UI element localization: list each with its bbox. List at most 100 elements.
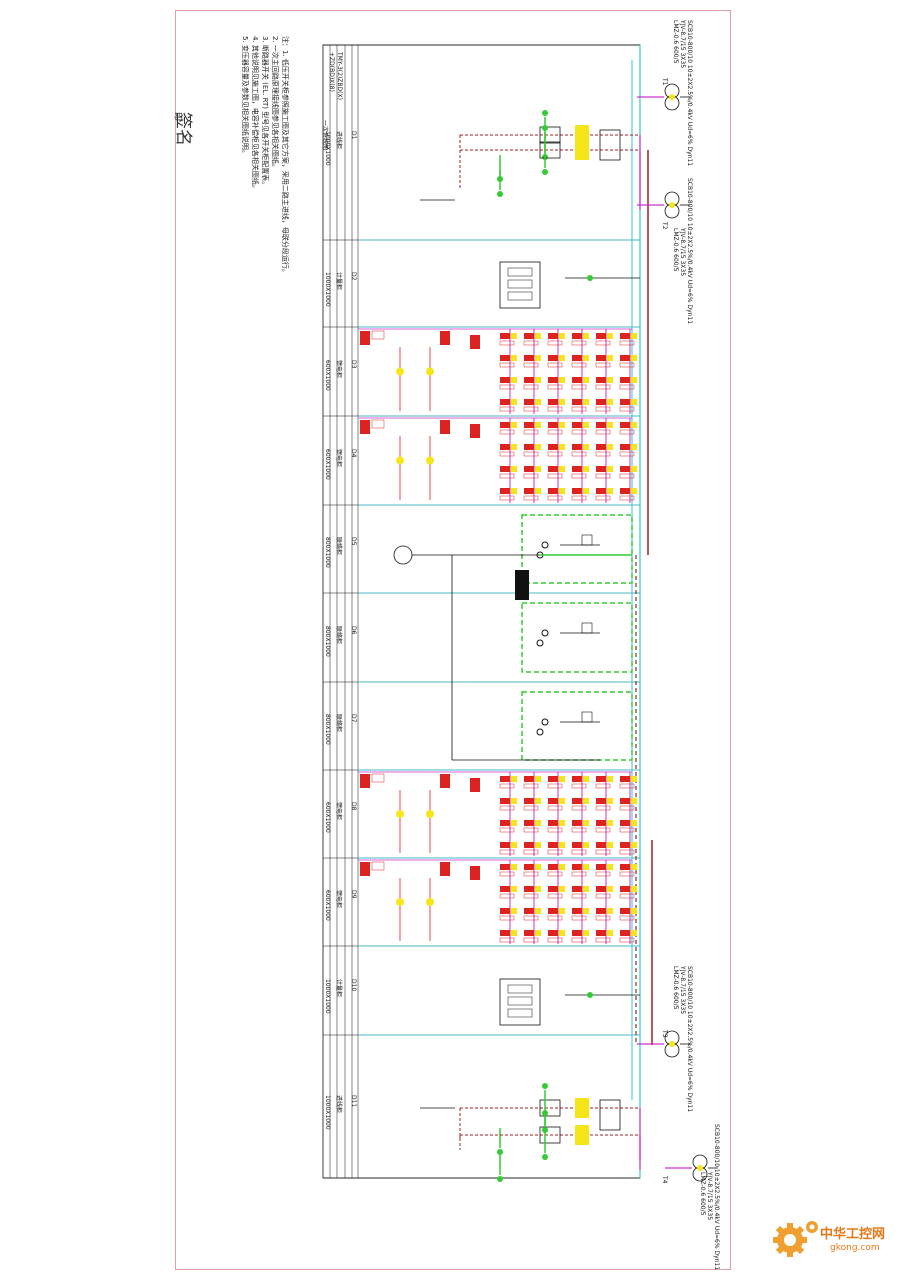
transformer-t2-line3: LMZ-0.6 600/5 [672, 228, 679, 272]
feeder-d9-mccb-handle [535, 930, 541, 936]
feeder-d3-mccb [548, 399, 558, 405]
feeder-d3-mccb [500, 377, 510, 383]
transformer-t4-id: T4 [661, 1176, 668, 1184]
feeder-d9-mccb-label [499, 937, 515, 943]
feeder-d9-mccb-label [499, 893, 515, 899]
feeder-d8-mccb-label [619, 783, 635, 789]
feeder-d4-mccb-label [619, 495, 635, 501]
feeder-d3-mccb [572, 355, 582, 361]
feeder-d4-mccb-label [571, 429, 587, 435]
panel-id: D5 [350, 537, 357, 546]
feeder-d4-mccb-handle [631, 422, 637, 428]
feeder-d4-mccb-handle [631, 444, 637, 450]
feeder-d4-mccb-label [571, 495, 587, 501]
feeder-d4-mccb-handle [511, 422, 517, 428]
feeder-d8-mccb [500, 798, 510, 804]
feeder-d8-mccb [548, 776, 558, 782]
feeder-d8-mccb-label [619, 805, 635, 811]
feeder-d4-mccb [548, 466, 558, 472]
feeder-d8-mccb-label [499, 849, 515, 855]
feeder-d9-mccb [548, 908, 558, 914]
feeder-d9-mccb [548, 930, 558, 936]
feeder-d4-mccb [596, 466, 606, 472]
feeder-d8-mccb-handle [631, 776, 637, 782]
feeder-d9-mccb [524, 930, 534, 936]
feeder-d9-mccb-handle [511, 908, 517, 914]
feeder-d3-mccb [524, 377, 534, 383]
feeder-d3-main-mccb [360, 331, 370, 345]
feeder-d9-mccb [572, 930, 582, 936]
feeder-d4-mccb-label [523, 429, 539, 435]
panel-type: 馈电柜 [335, 448, 342, 467]
feeder-d9-mccb-handle [559, 908, 565, 914]
incomer-d1-breaker [539, 126, 561, 144]
feeder-d9-mccb-handle [607, 864, 613, 870]
feeder-d3-mccb [620, 333, 630, 339]
panel-size: 800X1000 [324, 714, 331, 745]
transformer-t1-spec: SCB10-800/10 10±2X2.5%/0.4kV Ud=6% Dyn11 [686, 20, 693, 167]
feeder-d3-mccb [524, 355, 534, 361]
watermark-url: gkong.com [830, 1243, 880, 1253]
feeder-d8-mccb-handle [607, 776, 613, 782]
feeder-d8-mccb-label [547, 849, 563, 855]
feeder-d8-mccb-handle [511, 842, 517, 848]
feeder-d3-mccb-handle [583, 399, 589, 405]
feeder-d8-mccb-handle [631, 798, 637, 804]
feeder-d3-mccb-label [523, 340, 539, 346]
feeder-d9-mccb-handle [511, 930, 517, 936]
terminal-icon [541, 541, 549, 549]
feeder-d8-mccb-handle [559, 776, 565, 782]
feeder-d9-mccb [500, 930, 510, 936]
panel-type: 联络柜 [335, 625, 342, 644]
transformer-t3-spec: SCB10-800/10 10±2X2.5%/0.4kV Ud=6% Dyn11 [686, 966, 693, 1113]
panel-type: 馈电柜 [335, 890, 342, 909]
feeder-d9-mccb-handle [631, 864, 637, 870]
feeder-d4-mccb-handle [607, 444, 613, 450]
feeder-d3-mccb-handle [511, 333, 517, 339]
feeder-d4-mccb-label [595, 495, 611, 501]
feeder-d4-mccb-label [595, 451, 611, 457]
feeder-d3-mccb [548, 333, 558, 339]
feeder-d3-mccb-label [571, 406, 587, 412]
feeder-d8-mccb [500, 842, 510, 848]
feeder-d3-mccb-label [499, 406, 515, 412]
feeder-d4-mccb-label [523, 473, 539, 479]
transformer-t2-spec: SCB10-800/10 10±2X2.5%/0.4kV Ud=6% Dyn11 [686, 178, 693, 325]
feeder-d9-mccb [596, 864, 606, 870]
feeder-d3-mccb [596, 355, 606, 361]
feeder-d9-mccb [620, 908, 630, 914]
feeder-d8-mccb-label [523, 827, 539, 833]
feeder-d9-mccb-handle [631, 930, 637, 936]
feeder-d9-mccb-handle [535, 886, 541, 892]
feeder-d9-mccb-handle [559, 930, 565, 936]
feeder-d8-mccb [572, 776, 582, 782]
terminal-icon [536, 639, 544, 647]
incomer-d1b-meter [575, 140, 589, 160]
panel-size: 600X1000 [324, 802, 331, 833]
feeder-d3-mccb-handle [535, 355, 541, 361]
feeder-d8-mccb-label [595, 783, 611, 789]
tie-d5-loop [521, 514, 633, 584]
feeder-d8-mccb-handle [559, 842, 565, 848]
feeder-d8-mccb [500, 820, 510, 826]
d1-acb [599, 129, 621, 161]
feeder-d9-mccb [596, 908, 606, 914]
feeder-d9-mccb-handle [535, 908, 541, 914]
ct-marker-icon [542, 169, 548, 175]
feeder-d9-mccb-label [571, 937, 587, 943]
metering-d10-meter [507, 1008, 533, 1018]
feeder-d3-mccb-label [547, 406, 563, 412]
feeder-d3-mccb-label [523, 362, 539, 368]
watermark-name: 中华工控网 [820, 1227, 886, 1242]
feeder-d4-mccb [620, 422, 630, 428]
feeder-d8-mccb-handle [535, 842, 541, 848]
feeder-d9-mccb-label [619, 937, 635, 943]
feeder-d9-mccb [596, 886, 606, 892]
panel-id: D3 [350, 359, 357, 368]
feeder-d3-mccb-handle [631, 377, 637, 383]
terminal-icon [536, 728, 544, 736]
panel-id: D9 [350, 890, 357, 899]
notes-block: 注：1. 低压开关柜参照施工图及其它方案，采用二路主进线，母联分段运行。 2. … [240, 36, 290, 276]
feeder-d9-main-mccb [360, 862, 370, 876]
